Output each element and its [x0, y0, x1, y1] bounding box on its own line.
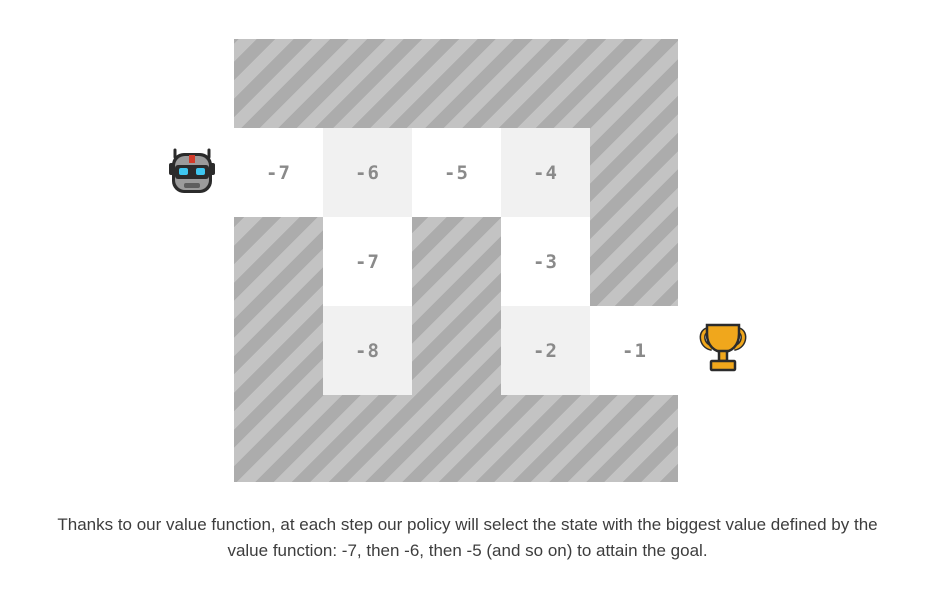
grid-cell-value: -8	[323, 306, 412, 395]
grid-cell-value: -4	[501, 128, 590, 217]
grid-cell-value: -7	[234, 128, 323, 217]
caption-line-2: value function: -7, then -6, then -5 (an…	[227, 541, 708, 560]
robot-icon	[167, 147, 217, 197]
grid-cell-value: -3	[501, 217, 590, 306]
grid-cell-value: -1	[590, 306, 679, 395]
trophy-icon	[699, 322, 747, 374]
grid-cell-value: -2	[501, 306, 590, 395]
caption-line-1: Thanks to our value function, at each st…	[57, 515, 878, 534]
caption: Thanks to our value function, at each st…	[20, 512, 915, 564]
grid-cell-value: -5	[412, 128, 501, 217]
grid-cell-value: -7	[323, 217, 412, 306]
grid-cell-value: -6	[323, 128, 412, 217]
maze-grid: -7-6-5-4 -7 -3 -8 -2-1	[234, 39, 679, 482]
